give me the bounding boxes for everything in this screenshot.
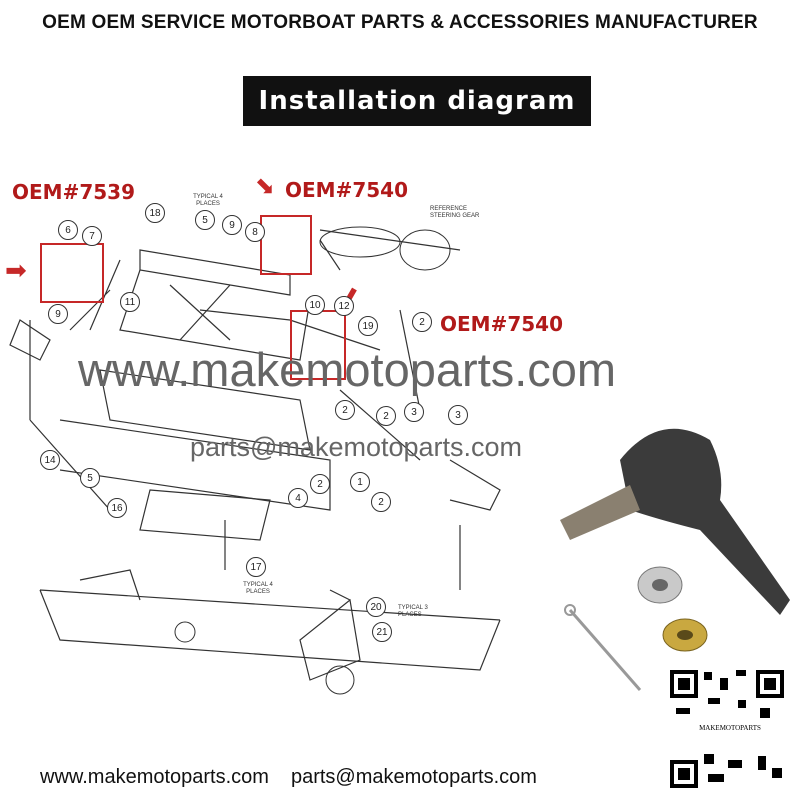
callout: 2 bbox=[335, 400, 355, 420]
watermark-email: parts@makemotoparts.com bbox=[190, 432, 523, 462]
watermark-website: www.makemotoparts.com bbox=[78, 343, 617, 396]
note-typical-4-places: TYPICAL 4 PLACES bbox=[193, 194, 223, 207]
footer-email: parts@makemotoparts.com bbox=[290, 766, 537, 788]
callout: 5 bbox=[80, 468, 100, 488]
footer: www.makemotoparts.com parts@makemotoparts… bbox=[40, 766, 559, 789]
oem-7539-label: OEM#7539 bbox=[12, 180, 135, 204]
qr-label: MAKEMOTOPARTS bbox=[699, 724, 761, 732]
oem-7539-highlight-box bbox=[40, 243, 104, 303]
callout: 4 bbox=[288, 488, 308, 508]
page-title: OEM OEM SERVICE MOTORBOAT PARTS & ACCESS… bbox=[42, 12, 758, 33]
callout: 3 bbox=[448, 405, 468, 425]
callout: 2 bbox=[310, 474, 330, 494]
red-arrow-right-icon: ➡ bbox=[5, 255, 27, 285]
oem-7540-highlight-box-top bbox=[260, 215, 312, 275]
qr-code bbox=[668, 668, 786, 790]
callout: 16 bbox=[107, 498, 127, 518]
callout: 8 bbox=[245, 222, 265, 242]
callout: 1 bbox=[350, 472, 370, 492]
callout: 18 bbox=[145, 203, 165, 223]
callout: 3 bbox=[404, 402, 424, 422]
callout: 21 bbox=[372, 622, 392, 642]
note-reference-steering-gear: REFERENCE STEERING GEAR bbox=[430, 206, 480, 219]
callout: 19 bbox=[358, 316, 378, 336]
callout: 9 bbox=[222, 215, 242, 235]
footer-website: www.makemotoparts.com bbox=[40, 766, 269, 788]
callout: 2 bbox=[412, 312, 432, 332]
callout: 20 bbox=[366, 597, 386, 617]
callout: 17 bbox=[246, 557, 266, 577]
note-typical-3-places: TYPICAL 3 PLACES bbox=[398, 605, 428, 618]
callout: 11 bbox=[120, 292, 140, 312]
tie-rod-end-photo bbox=[560, 428, 790, 691]
callout: 9 bbox=[48, 304, 68, 324]
callout: 14 bbox=[40, 450, 60, 470]
callout: 2 bbox=[376, 406, 396, 426]
callout: 2 bbox=[371, 492, 391, 512]
callout: 12 bbox=[334, 296, 354, 316]
oem-7540-label-bottom: OEM#7540 bbox=[440, 312, 563, 336]
note-typical-4-places: TYPICAL 4 PLACES bbox=[243, 582, 273, 595]
callout: 6 bbox=[58, 220, 78, 240]
callout: 7 bbox=[82, 226, 102, 246]
installation-diagram-banner: Installation diagram bbox=[243, 76, 591, 126]
callout: 10 bbox=[305, 295, 325, 315]
callout: 5 bbox=[195, 210, 215, 230]
oem-7540-label-top: OEM#7540 bbox=[285, 178, 408, 202]
